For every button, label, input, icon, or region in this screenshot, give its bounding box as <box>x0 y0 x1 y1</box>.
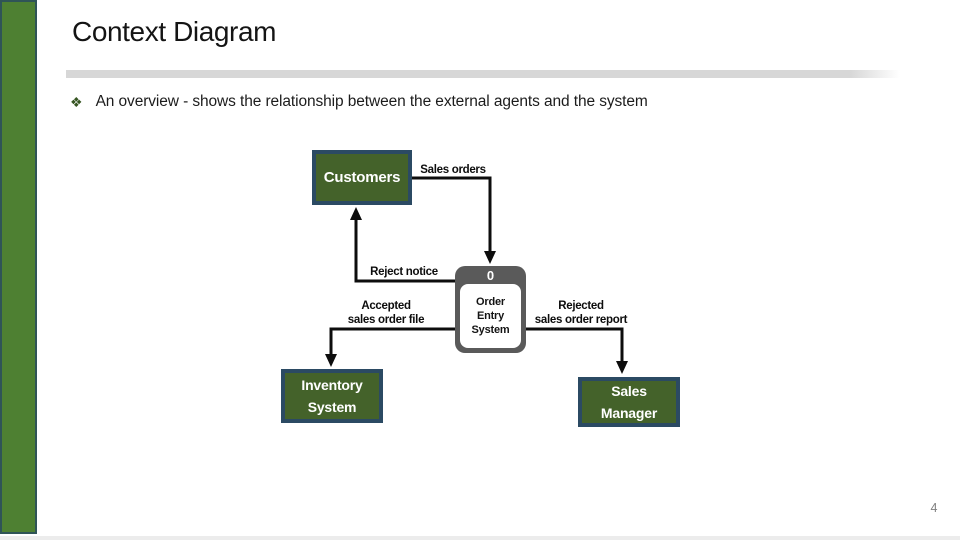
flow-label-rejected-sales-order-report: Rejected sales order report <box>534 300 628 326</box>
page-number: 4 <box>930 501 938 515</box>
page-title: Context Diagram <box>72 16 277 47</box>
flow-label-sales-orders: Sales orders <box>420 164 486 176</box>
process-label: Order Entry System <box>460 284 521 348</box>
flow-label-reject-notice: Reject notice <box>370 266 438 278</box>
flow-label-accepted-sales-order-file: Accepted sales order file <box>347 300 425 326</box>
bullet-row: ❖ An overview - shows the relationship b… <box>70 92 648 112</box>
arrow-sales-orders <box>412 176 496 264</box>
process-order-entry-system: 0 Order Entry System <box>455 266 526 353</box>
process-number: 0 <box>486 267 495 283</box>
entity-inventory-system: Inventory System <box>281 369 383 423</box>
bullet-text: An overview - shows the relationship bet… <box>95 93 648 110</box>
entity-sales-manager: Sales Manager <box>578 377 680 427</box>
left-accent-bar <box>0 0 37 534</box>
arrow-rejected-sales-order-report <box>525 327 628 374</box>
title-divider <box>66 70 900 78</box>
bottom-edge <box>0 536 960 540</box>
entity-customers: Customers <box>312 150 412 205</box>
arrow-accepted-sales-order-file <box>325 327 456 367</box>
entity-customers-label: Customers <box>323 169 401 186</box>
bullet-diamond-icon: ❖ <box>70 94 83 110</box>
